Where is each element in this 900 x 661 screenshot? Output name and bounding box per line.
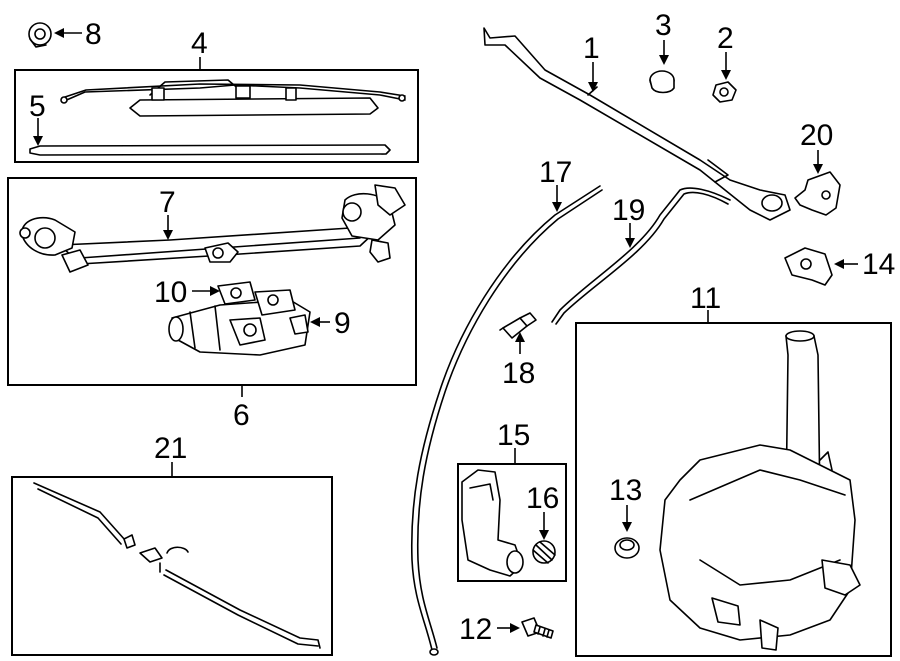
callout-10: 10 (154, 276, 187, 309)
reservoir-group-box (575, 322, 892, 657)
pump-group-box (457, 463, 567, 582)
callout-20: 20 (800, 119, 833, 152)
callout-4: 4 (191, 27, 208, 60)
washer-hose-21 (33, 482, 321, 649)
callout-14: 14 (862, 248, 895, 281)
callout-1: 1 (583, 32, 600, 65)
blade-insert-5 (29, 144, 391, 156)
nut-2 (712, 81, 737, 103)
washer-nozzle-20 (794, 171, 841, 216)
linkage-group-box (7, 177, 417, 386)
callout-21: 21 (154, 432, 187, 465)
callout-15: 15 (497, 419, 530, 452)
callout-18: 18 (502, 357, 535, 390)
wiper-arm-1 (483, 27, 791, 221)
nut-8 (28, 22, 52, 48)
washer-hose-19 (551, 187, 731, 325)
callout-6: 6 (233, 399, 250, 432)
callout-16: 16 (526, 482, 559, 515)
callout-2: 2 (717, 22, 734, 55)
callout-8: 8 (85, 18, 102, 51)
callout-17: 17 (539, 156, 572, 189)
washer-reservoir-11 (659, 330, 861, 651)
wiper-linkage-7 (19, 184, 406, 273)
callout-9: 9 (334, 307, 351, 340)
motor-bracket-10 (217, 281, 256, 305)
callout-7: 7 (159, 186, 176, 219)
callout-3: 3 (655, 9, 672, 42)
wiper-motor-9 (168, 289, 311, 356)
wiper-blade-4 (60, 79, 406, 117)
leader-lines (33, 28, 858, 633)
washer-pump-15 (461, 469, 524, 577)
blade-group-box (14, 69, 419, 163)
check-valve-18 (499, 312, 537, 339)
bolt-12 (521, 617, 554, 639)
cap-3 (649, 70, 675, 94)
callout-11: 11 (690, 282, 721, 315)
callout-12: 12 (459, 613, 492, 646)
grommet-13 (614, 537, 640, 559)
callout-13: 13 (609, 474, 642, 507)
grommet-16 (532, 540, 556, 564)
hose-group-box (11, 476, 333, 656)
callout-5: 5 (29, 90, 46, 123)
washer-nozzle-14 (784, 247, 833, 286)
callout-19: 19 (612, 194, 645, 227)
washer-hose-17 (410, 185, 603, 656)
